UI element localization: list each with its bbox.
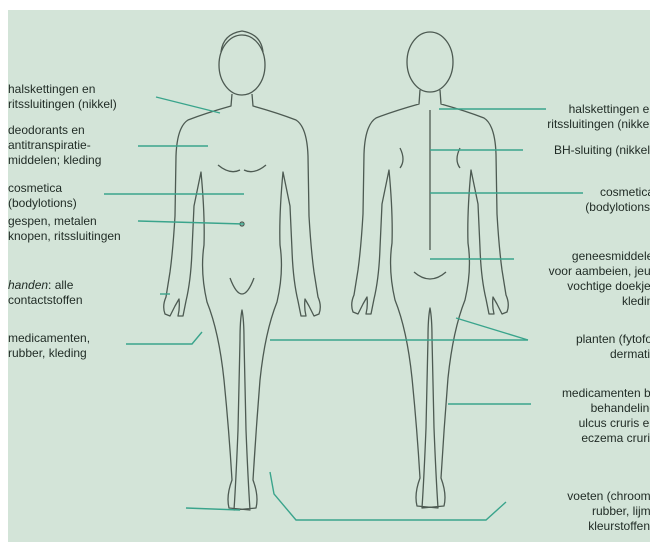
label-front-deodorants: deodorants en antitranspiratie- middelen… (8, 123, 101, 168)
label-back-cosmetics: cosmetica (bodylotions) (585, 185, 650, 215)
front-groin (230, 278, 254, 294)
label-back-hemorrhoids: geneesmiddelen voor aambeien, jeuk; voch… (549, 249, 650, 309)
label-back-feet: voeten (chroom, rubber, lijm, kleurstoff… (567, 489, 650, 534)
back-buttocks (414, 272, 446, 279)
label-back-bra: BH-sluiting (nikkel) (554, 143, 650, 158)
label-front-buckles: gespen, metalen knopen, ritssluitingen (8, 214, 121, 244)
label-front-medicines: medicamenten, rubber, kleding (8, 331, 90, 361)
label-front-necklaces: halskettingen en ritssluitingen (nikkel) (8, 82, 117, 112)
diagram-panel: halskettingen en ritssluitingen (nikkel)… (8, 10, 650, 542)
label-front-cosmetics: cosmetica (bodylotions) (8, 181, 77, 211)
front-body-outline (164, 94, 321, 510)
label-back-plants: planten (fytofoto- dermatitis) (576, 332, 650, 362)
front-chest (218, 165, 266, 172)
back-head (407, 32, 453, 92)
label-back-necklaces: halskettingen en ritssluitingen (nikkel) (547, 102, 650, 132)
front-figure (164, 31, 321, 510)
label-front-hands: handen: alle contactstoffen (8, 278, 83, 308)
front-head (219, 35, 265, 95)
label-front-hands-italic: handen (8, 278, 48, 292)
back-figure (352, 32, 509, 508)
label-back-ulcus: medicamenten bij behandeling ulcus cruri… (562, 386, 650, 446)
